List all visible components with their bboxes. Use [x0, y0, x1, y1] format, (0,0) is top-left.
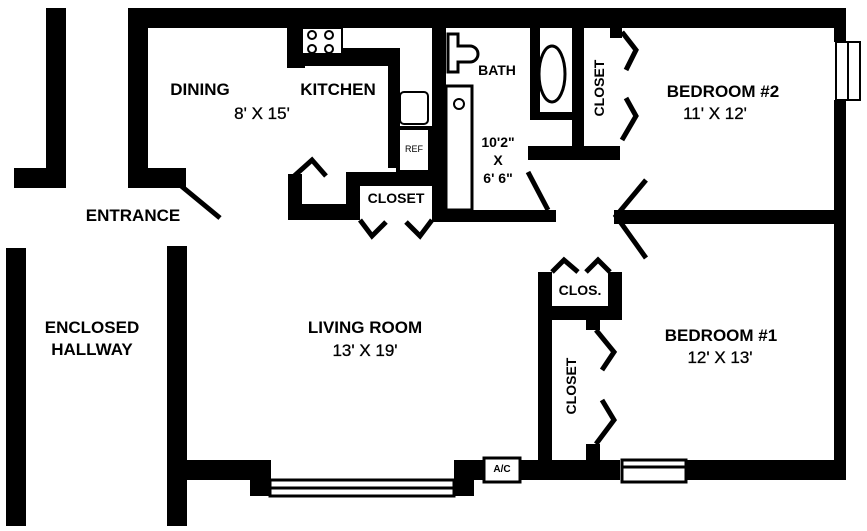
closet-left-wall: [346, 172, 360, 220]
bedroom2-label: BEDROOM #2: [666, 82, 780, 101]
closet-bottom-wall: [528, 146, 620, 160]
bedroom2-closet-door-top-icon: [620, 30, 639, 72]
tub-left-wall: [530, 28, 540, 120]
bedroom2-closet-label: CLOSET: [590, 59, 607, 117]
entrance-label: ENTRANCE: [85, 206, 181, 225]
hallway-wall-corner: [14, 168, 66, 188]
bedroom-doors-icon: [612, 178, 649, 260]
bedroom1-label: BEDROOM #1: [664, 326, 778, 345]
bedroom1-closet-label: CLOSET: [562, 357, 579, 415]
closet-right-wall: [432, 172, 446, 220]
kitchen-closet-label: CLOSET: [367, 190, 425, 206]
bedroom1-dims: 12' X 13': [687, 348, 753, 367]
kitchen-label: KITCHEN: [300, 80, 376, 99]
bedroom-divider-wall: [614, 210, 846, 224]
closet-door-jamb-top: [610, 28, 622, 38]
bath-closet-partition: [572, 28, 584, 154]
bottom-wall-right: [686, 460, 846, 480]
hallway-label-line1: ENCLOSED: [44, 318, 140, 337]
kitchen-lower-wall: [288, 204, 360, 220]
bottom-wall-mid: [520, 460, 620, 480]
bedroom1-closet-left-wall: [538, 272, 552, 472]
ac-unit-label: A/C: [493, 464, 511, 475]
bedroom2-closet-door-bottom-icon: [619, 96, 639, 142]
bath-sink-icon: [537, 44, 567, 104]
hallway-wall-lower: [6, 248, 26, 526]
refrigerator-label: REF: [405, 144, 423, 154]
right-wall-top: [834, 8, 846, 42]
dining-left-wall: [128, 8, 148, 188]
refrigerator-icon: [396, 126, 432, 174]
hall-closet-label: CLOS.: [558, 282, 602, 298]
bedroom1-closet-door-top-icon: [594, 328, 618, 372]
bath-door-icon: [525, 170, 551, 212]
ac-unit-icon: [482, 456, 522, 484]
closet-top-wall: [346, 172, 442, 186]
dining-dims: 8' X 15': [234, 104, 290, 123]
dining-label: DINING: [170, 80, 230, 99]
sink-icon: [399, 91, 429, 125]
clos-right-wall: [608, 272, 622, 320]
right-wall: [834, 100, 846, 470]
door-swings: [178, 30, 649, 446]
dining-bottom-wall: [128, 168, 186, 188]
walls: [6, 8, 846, 526]
clos-door-left-icon: [550, 256, 580, 274]
bath-dim-height: 6' 6": [483, 170, 513, 186]
kitchen-door-icon: [290, 156, 328, 180]
closet-jamb-top: [586, 320, 600, 330]
fixtures: [268, 27, 861, 498]
living-left-wall: [167, 246, 187, 526]
entrance-door-icon: [178, 183, 222, 220]
bath-dim-x: X: [493, 152, 503, 168]
hallway-wall-upper: [46, 8, 66, 188]
clos-bottom-wall: [538, 306, 622, 320]
closet-jamb-bottom: [586, 444, 600, 464]
top-wall: [128, 8, 846, 28]
hallway-label-line2: HALLWAY: [51, 340, 133, 359]
clos-door-right-icon: [584, 256, 612, 274]
tub-bottom-wall: [530, 112, 574, 120]
bedroom2-dims: 11' X 12': [683, 104, 747, 123]
closet-door-left-icon: [358, 218, 388, 240]
window-jamb-left: [250, 460, 270, 496]
tub-drain-icon: [453, 98, 465, 110]
toilet-icon: [446, 32, 480, 74]
living-room-label: LIVING ROOM: [307, 318, 423, 337]
window-bedroom1-icon: [620, 458, 688, 484]
bottom-wall-ac-left: [454, 460, 484, 480]
bath-dim-width: 10'2": [481, 134, 515, 150]
living-room-dims: 13' X 19': [332, 341, 398, 360]
bedroom1-closet-door-bottom-icon: [594, 398, 618, 446]
closet-door-right-icon: [404, 218, 434, 240]
bath-label: BATH: [478, 62, 516, 78]
bath-bottom-wall: [432, 210, 556, 222]
